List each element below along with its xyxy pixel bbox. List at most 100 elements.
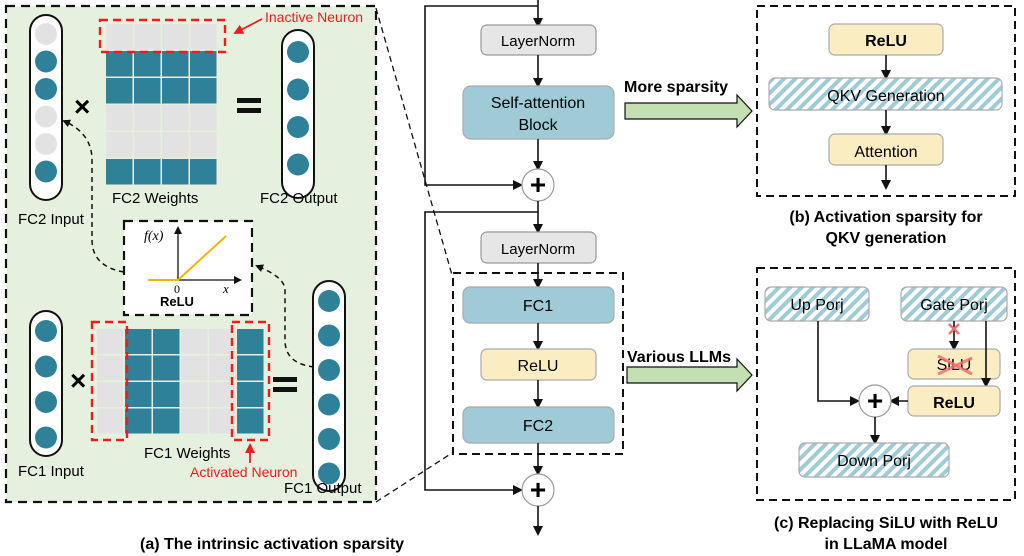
panel-b: ReLU QKV Generation Attention (b) Activa… (756, 5, 1016, 247)
panel-c-relu-label: ReLU (933, 395, 975, 412)
fc1-block-label: FC1 (523, 298, 553, 315)
relu-curve-positive (177, 235, 227, 281)
fc1-output-label: FC1 Output (284, 480, 362, 497)
neuron-active (318, 290, 340, 312)
relu-plot-box (122, 219, 254, 317)
weight-cell (106, 78, 133, 104)
layernorm-2-label: LayerNorm (501, 241, 575, 258)
various-llms-arrow: Various LLMs (626, 349, 753, 393)
panel-b-caption-line1: (b) Activation sparsity for (789, 209, 982, 226)
weight-cell (190, 24, 217, 50)
fc1-weights-grid (97, 329, 264, 434)
weight-cell (106, 51, 133, 77)
weight-cell (97, 355, 124, 381)
more-sparsity-label: More sparsity (624, 79, 728, 96)
weight-cell (106, 105, 133, 131)
panel-c: Up Porj Gate Porj SiLU ReLU + Down Porj … (756, 267, 1016, 553)
fc2-input-label: FC2 Input (18, 211, 85, 228)
panel-a: FC2 Input × FC2 Weights Inactive Neuron … (4, 4, 404, 553)
add-node-1-symbol: + (530, 169, 546, 200)
neuron-active (35, 355, 57, 378)
weight-cell (181, 408, 208, 434)
inactive-neuron-label: Inactive Neuron (265, 9, 363, 25)
fc2-block-label: FC2 (523, 418, 553, 435)
weight-cell (162, 105, 189, 131)
neuron-active (318, 462, 340, 485)
weight-cell (106, 159, 133, 185)
weight-cell (162, 24, 189, 50)
weight-cell (97, 382, 124, 407)
weight-cell (153, 408, 180, 434)
weight-cell (134, 24, 161, 50)
neuron-active (35, 160, 57, 183)
fc1-equals-symbol (273, 377, 297, 382)
weight-cell (190, 51, 217, 77)
panel-b-frame (756, 5, 1016, 197)
weight-cell (106, 24, 133, 50)
weight-cell (190, 78, 217, 104)
activated-neuron-label: Activated Neuron (190, 464, 297, 480)
weight-cell (125, 355, 152, 381)
relu-plot-title: ReLU (160, 294, 194, 309)
fc2-output-label: FC2 Output (260, 190, 338, 207)
weight-cell (181, 382, 208, 407)
neuron-active (35, 50, 57, 73)
neuron-inactive (35, 133, 57, 155)
weight-cell (153, 355, 180, 381)
relu-to-fc2-input-arrow (62, 119, 125, 273)
weight-cell (162, 132, 189, 158)
up-proj-block (764, 286, 870, 322)
weight-cell (97, 329, 124, 354)
add-node-2-symbol: + (530, 474, 546, 505)
gate-proj-label: Gate Porj (920, 297, 988, 314)
transformer-block: LayerNorm Self-attention Block + LayerNo… (424, 0, 624, 536)
weight-cell (181, 329, 208, 354)
neuron-active (318, 359, 340, 381)
fc2-output-vector (281, 29, 315, 199)
weight-cell (162, 51, 189, 77)
fc1-inactive-column-highlight (90, 320, 129, 442)
neuron-active (318, 324, 340, 347)
weight-cell (237, 355, 264, 381)
weight-cell (162, 159, 189, 185)
qkv-generation-label: QKV Generation (827, 88, 944, 105)
self-attention-label-line2: Block (518, 117, 558, 134)
attention-label: Attention (854, 144, 917, 161)
neuron-active (35, 426, 57, 449)
relu-block-label: ReLU (518, 358, 559, 375)
weight-cell (153, 329, 180, 354)
down-proj-label: Down Porj (837, 453, 911, 470)
neuron-active (287, 41, 309, 63)
inactive-neuron-arrow (233, 18, 263, 34)
weight-cell (237, 329, 264, 354)
fc1-weights-label: FC1 Weights (144, 445, 230, 462)
fc2-weights-label: FC2 Weights (112, 190, 198, 207)
down-proj-block (798, 442, 950, 478)
weight-cell (153, 382, 180, 407)
neuron-active (35, 320, 57, 342)
neuron-active (35, 391, 57, 413)
self-attention-label-line1: Self-attention (491, 95, 585, 112)
weight-cell (237, 382, 264, 407)
fc2-equals-symbol (237, 98, 261, 103)
panel-b-relu-label: ReLU (865, 33, 907, 50)
weight-cell (134, 78, 161, 104)
weight-cell (125, 408, 152, 434)
weight-cell (134, 51, 161, 77)
fc1-input-vector (29, 310, 63, 457)
weight-cell (134, 159, 161, 185)
weight-cell (237, 408, 264, 434)
weight-cell (134, 105, 161, 131)
panel-c-caption-line2: in LLaMA model (825, 536, 948, 553)
neuron-inactive (35, 23, 57, 45)
fc1-output-vector (312, 280, 346, 492)
fc2-times-symbol: × (74, 91, 90, 122)
weight-cell (125, 382, 152, 407)
silu-crossed-out-icon (937, 354, 973, 376)
green-arrow-icon (624, 93, 753, 129)
neuron-active (318, 393, 340, 416)
weight-cell (125, 329, 152, 354)
up-proj-label: Up Porj (790, 297, 843, 314)
panel-c-add-symbol: + (867, 385, 883, 416)
